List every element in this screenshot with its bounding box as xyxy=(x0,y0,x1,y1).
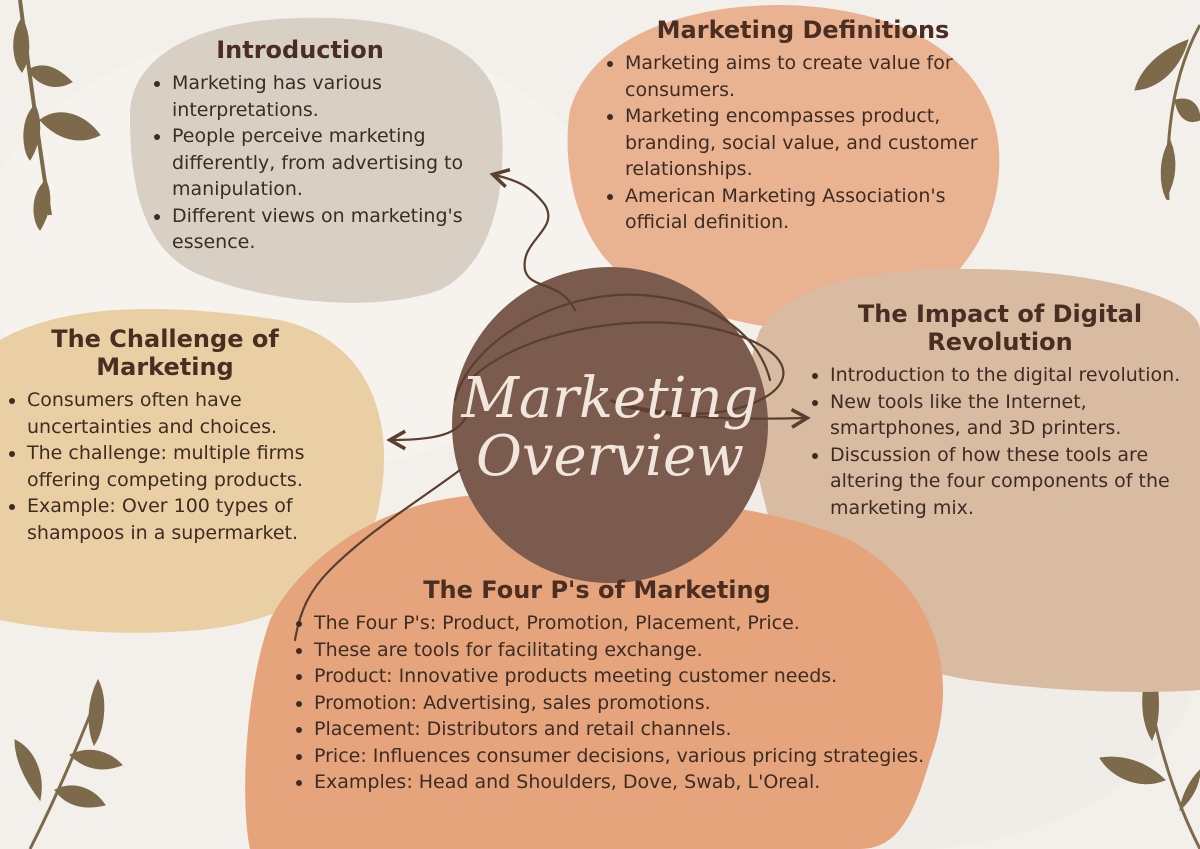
digital-title: The Impact of Digital Revolution xyxy=(857,300,1143,356)
list-item: Price: Influences consumer decisions, va… xyxy=(314,743,952,770)
list-item: Introduction to the digital revolution. xyxy=(830,362,1200,389)
introduction-section: Introduction Marketing has various inter… xyxy=(150,36,495,256)
list-item: New tools like the Internet, smartphones… xyxy=(830,389,1200,442)
digital-section: The Impact of Digital Revolution Introdu… xyxy=(808,300,1200,521)
fourps-blob xyxy=(245,493,944,849)
center-title: Marketing Overview xyxy=(455,370,765,486)
connector-to-challenge xyxy=(386,408,472,451)
list-item: The Four P's: Product, Promotion, Placem… xyxy=(314,610,952,637)
introduction-list: Marketing has various interpretations. P… xyxy=(150,70,495,256)
list-item: Marketing aims to create value for consu… xyxy=(625,50,988,103)
fourps-list: The Four P's: Product, Promotion, Placem… xyxy=(292,610,952,796)
center-circle xyxy=(452,267,768,583)
connector-loop xyxy=(453,293,772,402)
introduction-blob xyxy=(130,17,503,303)
list-item: Promotion: Advertising, sales promotions… xyxy=(314,690,952,717)
list-item: Example: Over 100 types of shampoos in a… xyxy=(27,493,365,546)
connector-to-fourps xyxy=(293,468,462,642)
challenge-list: Consumers often have uncertainties and c… xyxy=(5,387,365,546)
challenge-section: The Challenge of Marketing Consumers oft… xyxy=(5,325,365,546)
list-item: Different views on marketing's essence. xyxy=(172,203,495,256)
list-item: Marketing has various interpretations. xyxy=(172,70,495,123)
list-item: People perceive marketing differently, f… xyxy=(172,123,495,203)
definitions-title: Marketing Definitions xyxy=(656,16,950,44)
digital-list: Introduction to the digital revolution. … xyxy=(808,362,1200,521)
list-item: These are tools for facilitating exchang… xyxy=(314,637,952,664)
list-item: Marketing encompasses product, branding,… xyxy=(625,103,988,183)
connector-to-digital xyxy=(468,321,811,429)
fourps-section: The Four P's of Marketing The Four P's: … xyxy=(292,576,952,796)
introduction-title: Introduction xyxy=(216,36,384,64)
leaf-branch-icon xyxy=(13,0,1200,849)
fourps-title: The Four P's of Marketing xyxy=(423,576,771,604)
list-item: Placement: Distributors and retail chann… xyxy=(314,716,952,743)
list-item: Examples: Head and Shoulders, Dove, Swab… xyxy=(314,769,952,796)
list-item: Discussion of how these tools are alteri… xyxy=(830,442,1200,522)
challenge-title: The Challenge of Marketing xyxy=(51,325,279,381)
challenge-blob xyxy=(0,308,385,633)
definitions-section: Marketing Definitions Marketing aims to … xyxy=(603,16,988,236)
center-title-line2: Overview xyxy=(475,424,745,489)
list-item: Product: Innovative products meeting cus… xyxy=(314,663,952,690)
connector-to-introduction xyxy=(489,167,577,312)
definitions-blob xyxy=(567,5,1000,332)
center-title-line1: Marketing xyxy=(461,366,759,431)
list-item: American Marketing Association's officia… xyxy=(625,183,988,236)
list-item: The challenge: multiple firms offering c… xyxy=(27,440,365,493)
list-item: Consumers often have uncertainties and c… xyxy=(27,387,365,440)
definitions-list: Marketing aims to create value for consu… xyxy=(603,50,988,236)
